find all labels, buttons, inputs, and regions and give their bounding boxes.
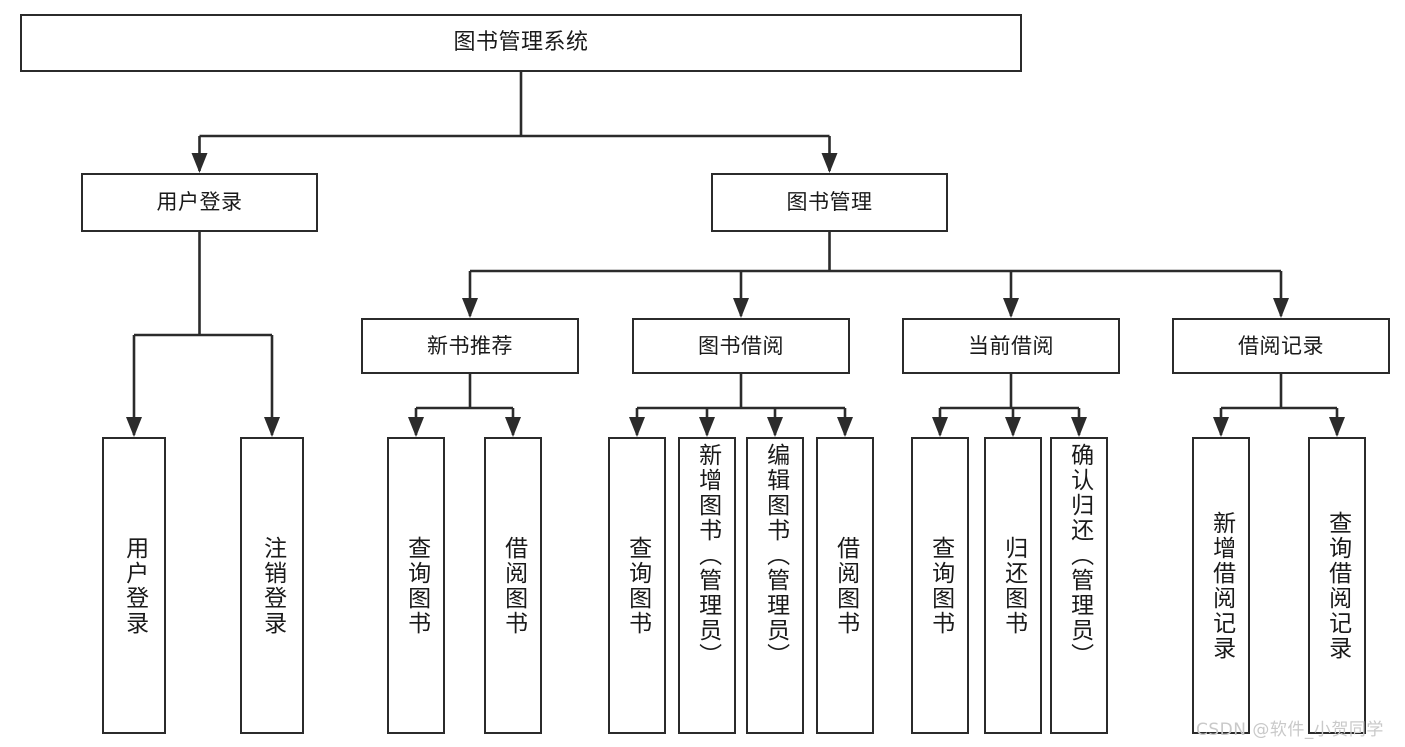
node-leaf-user-login-label: 用户登录 xyxy=(121,535,148,636)
node-leaf-query-book-1-label: 查询图书 xyxy=(403,535,430,636)
node-leaf-add-book[interactable]: 新增图书（管理员） xyxy=(678,437,736,734)
node-leaf-add-record[interactable]: 新增借阅记录 xyxy=(1192,437,1250,734)
node-leaf-add-book-label: 新增图书（管理员） xyxy=(694,443,721,668)
node-leaf-add-record-label: 新增借阅记录 xyxy=(1208,510,1235,661)
arrow-leaf-query-book-1 xyxy=(408,417,424,437)
node-leaf-query-record-label: 查询借阅记录 xyxy=(1324,510,1351,661)
node-leaf-query-book-3[interactable]: 查询图书 xyxy=(911,437,969,734)
node-leaf-borrow-book-2[interactable]: 借阅图书 xyxy=(816,437,874,734)
node-leaf-query-book-3-label: 查询图书 xyxy=(927,535,954,636)
node-current-borrow[interactable]: 当前借阅 xyxy=(902,318,1120,374)
node-root-label: 图书管理系统 xyxy=(453,30,589,56)
arrow-leaf-borrow-book-2 xyxy=(837,417,853,437)
arrow-book-borrow xyxy=(733,298,749,318)
arrow-borrow-record xyxy=(1273,298,1289,318)
node-borrow-record[interactable]: 借阅记录 xyxy=(1172,318,1390,374)
node-current-borrow-label: 当前借阅 xyxy=(968,333,1054,358)
node-leaf-edit-book[interactable]: 编辑图书（管理员） xyxy=(746,437,804,734)
arrow-leaf-query-book-3 xyxy=(932,417,948,437)
node-user-login[interactable]: 用户登录 xyxy=(81,173,318,232)
node-borrow-record-label: 借阅记录 xyxy=(1238,333,1324,358)
arrow-leaf-add-record xyxy=(1213,417,1229,437)
node-new-book-recommend[interactable]: 新书推荐 xyxy=(361,318,579,374)
node-leaf-query-book-2-label: 查询图书 xyxy=(624,535,651,636)
arrow-leaf-edit-book xyxy=(767,417,783,437)
node-leaf-logout-login-label: 注销登录 xyxy=(259,535,286,636)
node-leaf-borrow-book-1[interactable]: 借阅图书 xyxy=(484,437,542,734)
arrow-leaf-borrow-book-1 xyxy=(505,417,521,437)
node-leaf-logout-login[interactable]: 注销登录 xyxy=(240,437,304,734)
node-leaf-borrow-book-2-label: 借阅图书 xyxy=(832,535,859,636)
arrow-leaf-confirm-return xyxy=(1071,417,1087,437)
node-leaf-return-book[interactable]: 归还图书 xyxy=(984,437,1042,734)
arrow-leaf-query-book-2 xyxy=(629,417,645,437)
node-leaf-query-book-2[interactable]: 查询图书 xyxy=(608,437,666,734)
node-leaf-return-book-label: 归还图书 xyxy=(1000,535,1027,636)
arrow-leaf-user-login xyxy=(126,417,142,437)
node-book-manage[interactable]: 图书管理 xyxy=(711,173,948,232)
node-root[interactable]: 图书管理系统 xyxy=(20,14,1022,72)
node-book-borrow-label: 图书借阅 xyxy=(698,333,784,358)
arrow-user-login xyxy=(191,153,208,173)
arrow-book-manage xyxy=(821,153,838,173)
node-book-manage-label: 图书管理 xyxy=(786,190,873,215)
node-leaf-query-book-1[interactable]: 查询图书 xyxy=(387,437,445,734)
arrow-new-book-recommend xyxy=(462,298,478,318)
node-leaf-user-login[interactable]: 用户登录 xyxy=(102,437,166,734)
arrow-current-borrow xyxy=(1003,298,1019,318)
node-user-login-label: 用户登录 xyxy=(156,190,243,215)
node-leaf-confirm-return-label: 确认归还（管理员） xyxy=(1066,443,1093,668)
node-leaf-query-record[interactable]: 查询借阅记录 xyxy=(1308,437,1366,734)
node-book-borrow[interactable]: 图书借阅 xyxy=(632,318,850,374)
arrow-leaf-return-book xyxy=(1005,417,1021,437)
node-new-book-recommend-label: 新书推荐 xyxy=(427,333,513,358)
arrow-leaf-logout-login xyxy=(264,417,280,437)
node-leaf-edit-book-label: 编辑图书（管理员） xyxy=(762,443,789,668)
node-leaf-borrow-book-1-label: 借阅图书 xyxy=(500,535,527,636)
arrow-leaf-add-book xyxy=(699,417,715,437)
arrow-leaf-query-record xyxy=(1329,417,1345,437)
node-leaf-confirm-return[interactable]: 确认归还（管理员） xyxy=(1050,437,1108,734)
watermark: CSDN @软件_小贺同学 xyxy=(1196,720,1384,740)
